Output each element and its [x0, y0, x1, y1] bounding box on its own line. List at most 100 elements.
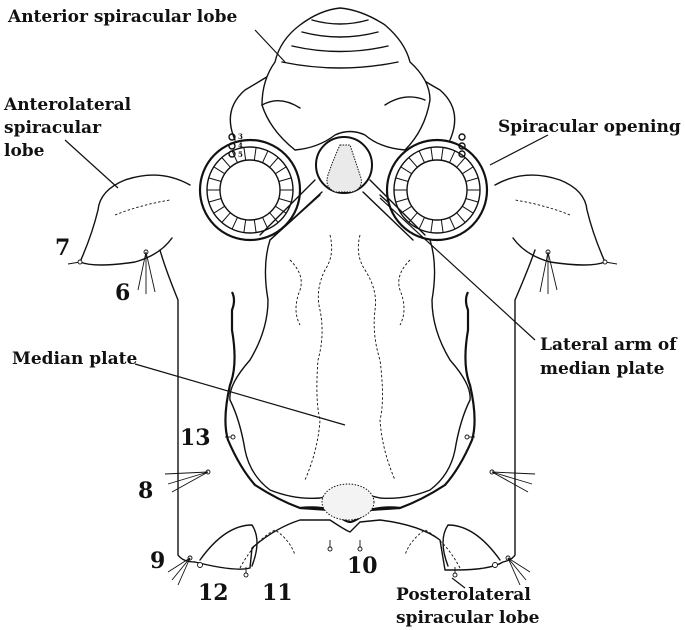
seta-number-8: 8 — [138, 478, 153, 504]
seta-number-10: 10 — [347, 553, 378, 579]
leader-spiracular-opening — [489, 134, 549, 166]
spiracle-rib — [395, 177, 409, 182]
setae-10 — [327, 540, 363, 552]
spiracle-rib — [456, 157, 466, 168]
seta-number-11: 11 — [262, 580, 293, 606]
spiracle-rib — [461, 166, 474, 175]
posterolateral-lobe-right — [442, 524, 501, 567]
spiracle-rib — [278, 177, 292, 182]
spiracle-rib — [231, 217, 238, 230]
spiracle-rib — [208, 198, 222, 203]
anterior-lobe-ridges — [281, 19, 399, 69]
seta-number-7: 7 — [55, 235, 70, 261]
setae-8-right — [489, 469, 536, 493]
label-anterolateral-2: spiracular — [4, 118, 102, 138]
spiracle-rib — [231, 150, 238, 163]
posterolateral-lobe-left — [199, 524, 258, 567]
leader-posterolateral — [451, 577, 466, 589]
spiracle-rib — [262, 150, 269, 163]
setae-6-left — [137, 249, 156, 294]
setae-13 — [225, 434, 475, 440]
spiracle-rib — [213, 166, 226, 175]
spiracle-right-ribs — [394, 147, 480, 233]
leader-median-plate — [134, 363, 346, 426]
spiracle-rib — [430, 147, 434, 161]
spiracle-rib — [274, 166, 287, 175]
spiracle-rib — [269, 212, 279, 223]
median-plate-lower-notch — [299, 506, 401, 524]
spiracle-rib — [430, 219, 434, 233]
label-posterolateral-1: Posterolateral — [396, 585, 531, 605]
spiracle-rib — [253, 147, 257, 161]
spiracle-rib — [408, 157, 418, 168]
spiracle-rib — [243, 147, 247, 161]
spiracle-rib — [456, 212, 466, 223]
spiracle-left — [198, 138, 302, 242]
median-suture-left — [304, 234, 333, 481]
spiracle-rib — [461, 205, 474, 214]
setae-9-left — [167, 555, 193, 586]
spiracle-rib — [449, 217, 456, 230]
setae-12 — [197, 562, 498, 568]
spiracular-openings-right — [458, 133, 466, 158]
spiracle-rib — [440, 147, 444, 161]
leader-anterior — [254, 29, 286, 63]
leader-lateral-arm — [379, 197, 536, 341]
spiracle-rib — [221, 157, 231, 168]
label-anterolateral-3: lobe — [4, 141, 45, 161]
label-spiracular-opening: Spiracular opening — [498, 117, 681, 137]
anterolateral-lobe-right — [494, 174, 606, 266]
setae-7-right — [602, 259, 618, 265]
setae-9-right — [505, 555, 531, 586]
spiracle-rib — [465, 177, 479, 182]
setae-6-right — [539, 249, 558, 294]
seta-number-3: 3 — [238, 132, 243, 141]
seta-number-5: 5 — [238, 150, 243, 159]
anterior-lobe-fold — [261, 96, 426, 109]
median-suture-right — [357, 234, 396, 481]
spiracle-rib — [278, 198, 292, 203]
spiracle-rib — [400, 166, 413, 175]
spiracle-rib — [269, 157, 279, 168]
label-posterolateral-2: spiracular lobe — [396, 608, 540, 628]
spiracle-rib — [418, 150, 425, 163]
spiracle-rib — [418, 217, 425, 230]
spiracle-rib — [208, 177, 222, 182]
spiracle-rib — [213, 205, 226, 214]
seta-number-13: 13 — [180, 425, 211, 451]
median-suture-upper-right — [398, 259, 411, 326]
lateral-arm-right — [362, 179, 426, 241]
label-lateral-arm-2: median plate — [540, 359, 665, 379]
seta-number-12: 12 — [198, 580, 229, 606]
anterolateral-lobe-left-dash — [114, 199, 171, 216]
spiracle-rib — [395, 198, 409, 203]
label-anterior-spiracular-lobe: Anterior spiracular lobe — [7, 7, 237, 27]
spiracle-right — [385, 138, 489, 242]
spiracle-rib — [243, 219, 247, 233]
spiracle-rib — [449, 150, 456, 163]
spiracle-rib — [253, 219, 257, 233]
spiracle-rib — [274, 205, 287, 214]
anterolateral-lobe-right-dash — [514, 199, 571, 216]
label-median-plate: Median plate — [12, 349, 137, 369]
median-plate-left-edge — [224, 291, 331, 512]
central-stipple — [326, 144, 362, 193]
setae-8-left — [164, 469, 211, 493]
label-anterolateral-1: Anterolateral — [3, 95, 132, 115]
spiracle-rib — [465, 198, 479, 203]
median-suture-upper-left — [289, 259, 302, 326]
posterior-boss — [321, 483, 375, 521]
anterolateral-lobe-left — [79, 174, 191, 266]
seta-number-6: 6 — [115, 280, 130, 306]
median-plate-right-edge — [369, 291, 476, 512]
anterior-spiracular-lobe — [261, 7, 431, 151]
seta-number-4: 4 — [238, 141, 243, 150]
spiracle-rib — [440, 219, 444, 233]
spiracle-rib — [221, 212, 231, 223]
leader-anterolateral — [64, 139, 119, 189]
seta-number-9: 9 — [150, 548, 165, 574]
setae-7-left — [67, 259, 83, 265]
spiracular-openings-left — [228, 133, 236, 158]
